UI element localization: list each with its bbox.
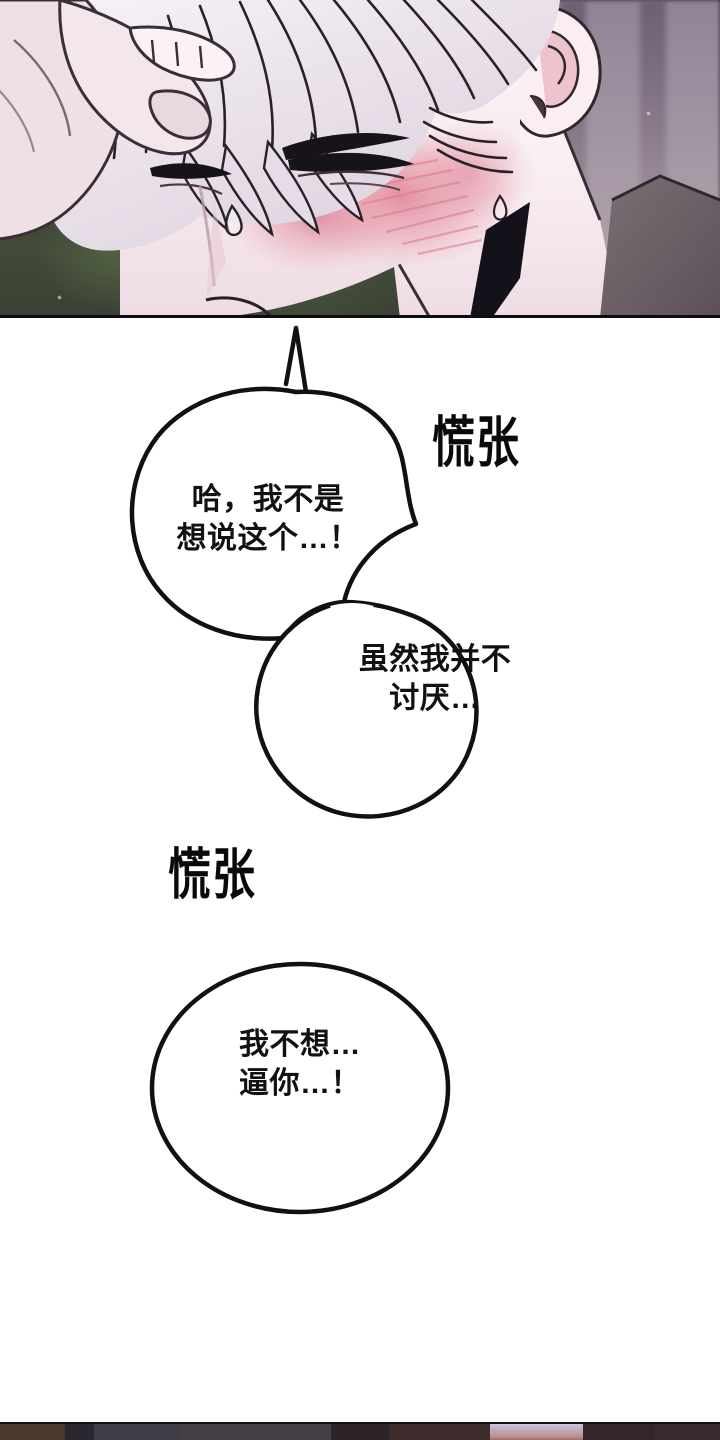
band-brown-3	[655, 1424, 720, 1440]
finger	[128, 25, 236, 82]
band-dark-1	[64, 1424, 94, 1440]
mouth	[205, 296, 272, 315]
bubble-3-text: 我不想… 逼你…！	[239, 1028, 361, 1100]
character-illustration	[0, 0, 720, 315]
panel-top	[0, 0, 720, 318]
gutter-white-area: 哈，我不是 想说这个…！ 虽然我并不 讨厌… 我不想… 逼你…！ 慌张 慌张	[0, 318, 720, 1422]
sound-effect-flustered: 慌张	[432, 411, 521, 476]
band-gray-1	[93, 1424, 180, 1440]
band-brown-edge	[0, 1424, 65, 1440]
sweat-drop	[224, 203, 243, 237]
bubble-tail-spike	[283, 325, 309, 395]
band-window	[489, 1424, 584, 1440]
bubble-1-text: 哈，我不是 想说这个…！	[176, 483, 360, 555]
eyebrow	[282, 133, 410, 160]
bubble-2-text: 虽然我并不 讨厌…	[358, 643, 512, 715]
hand-on-head	[0, 0, 236, 241]
sound-effect-flustered: 慌张	[168, 843, 257, 908]
bubble-2-outline	[254, 599, 479, 819]
band-dark-2	[331, 1424, 389, 1440]
band-gray-2	[179, 1424, 332, 1440]
background-pillar	[640, 0, 666, 200]
band-brown-2	[583, 1424, 656, 1440]
background-sparkle	[647, 112, 650, 115]
bubble-3-outline	[149, 961, 451, 1215]
sweat-drop	[492, 194, 508, 221]
jacket-collar	[600, 176, 720, 315]
panel-bottom	[0, 1422, 720, 1440]
background-sparkle	[58, 296, 61, 299]
finger	[148, 89, 212, 140]
hair-shadow-wedge	[470, 202, 530, 315]
band-brown-1	[388, 1424, 490, 1440]
speech-bubble-group	[0, 318, 720, 1422]
eye-closed	[150, 163, 232, 179]
eye-closed	[288, 152, 414, 172]
